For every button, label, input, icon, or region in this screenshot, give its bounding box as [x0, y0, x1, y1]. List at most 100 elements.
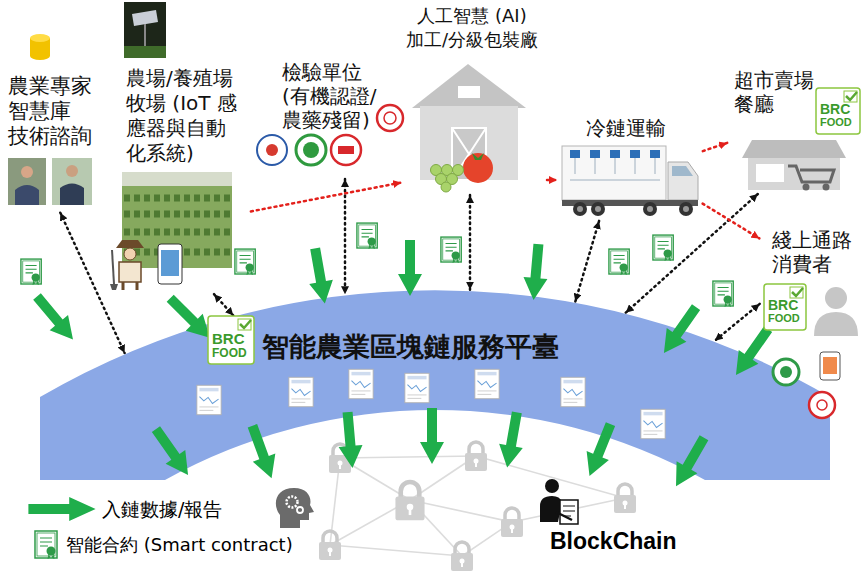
- data-upload-arrows-part: [241, 422, 283, 483]
- truck-illustration-part-part: [577, 206, 583, 212]
- consumer-silhouette-part: [825, 287, 847, 309]
- phone-icon: [158, 244, 182, 284]
- signing-person-icon: [540, 479, 578, 524]
- produce-illustration-part: [463, 153, 493, 183]
- brc-logo-part: [846, 92, 857, 100]
- data-upload-arrows-part: [666, 432, 715, 492]
- data-upload-arrows-part: [146, 422, 198, 482]
- processing-node: 人工智慧 (AI) 加工/分級包裝廠: [404, 0, 544, 192]
- certification-logos-part: [377, 105, 403, 131]
- truck-illustration-part-part: [679, 202, 693, 216]
- sensor-photo-part: [132, 10, 158, 26]
- truck-illustration: [562, 146, 698, 216]
- certification-logos-part: [296, 135, 326, 165]
- supply-flow-arrow: [251, 183, 401, 212]
- report-thumbnails: [197, 369, 665, 438]
- node-label: 超市賣場 餐廳: [734, 68, 820, 116]
- produce-illustration-part-part: [441, 182, 451, 192]
- truck-illustration-part-part: [683, 206, 689, 212]
- supply-flow-arrow: [547, 179, 557, 182]
- farmer-icon-part: [124, 248, 136, 260]
- truck-illustration-part-part: [650, 150, 660, 158]
- data-exchange-connector: [469, 195, 472, 290]
- data-upload-arrows: [28, 240, 778, 492]
- database-icon-part: [30, 52, 50, 60]
- sensor-photo: [124, 2, 166, 58]
- node-label: 人工智慧 (AI) 加工/分級包裝廠: [404, 4, 540, 52]
- blockchain-locks-part: [319, 531, 341, 560]
- truck-illustration-part-part: [595, 206, 601, 212]
- brc-logo-part: [844, 91, 857, 102]
- brc-logo-part: [764, 284, 806, 330]
- signing-person-icon-part: [540, 496, 562, 522]
- legend-samples-part: [35, 531, 57, 559]
- node-label: 綫上通路 消費者: [772, 228, 858, 276]
- logo-text: FOOD: [768, 313, 800, 324]
- certification-logos-part: [303, 142, 319, 158]
- brc-logo-part: [238, 319, 251, 330]
- database-icon-part: [30, 34, 50, 42]
- barn-illustration-part: [412, 64, 526, 108]
- consumer-silhouette-part: [814, 312, 858, 336]
- truck-illustration-part-part: [647, 206, 653, 212]
- truck-illustration-part: [570, 158, 660, 180]
- blockchain-locks: [319, 442, 636, 571]
- data-exchange-connector: [626, 194, 758, 313]
- ai-head-icon: [276, 488, 314, 528]
- report-thumbnails-part: [405, 373, 429, 402]
- expert-node: 農業專家 智慧庫 技術諮詢: [4, 30, 104, 210]
- truck-illustration-part-part: [570, 150, 580, 158]
- node-label: 農業專家 智慧庫 技術諮詢: [8, 74, 98, 149]
- platform-band: 智能農業區塊鏈服務平臺: [40, 286, 832, 482]
- platform-band-shape: [40, 286, 832, 482]
- supply-flow-arrow: [703, 204, 760, 239]
- report-thumbnails-part: [197, 385, 221, 414]
- supply-flow-arrow: [703, 143, 727, 151]
- expert-photo: [8, 158, 46, 205]
- expert-photo-part: [52, 158, 92, 205]
- store-icon-part: [803, 184, 810, 191]
- platform-band-fill: [40, 290, 830, 480]
- smart-contract-icons-part: [713, 281, 733, 307]
- truck-illustration-part-part: [643, 202, 657, 216]
- farm-node: 農場/養殖場 牧場 (IoT 感 應器與自動 化系統): [108, 0, 248, 292]
- node-label: 檢驗單位 (有機認證/ 農藥殘留): [282, 60, 382, 132]
- smart-contract-icons-part: [653, 235, 673, 261]
- blockchain-locks-part: [465, 442, 487, 471]
- node-label: 智能農業區塊鏈服務平臺: [262, 331, 559, 363]
- brc-logo-part: [240, 320, 251, 328]
- certification-logos-part: [266, 144, 278, 156]
- signing-person-icon-part: [560, 500, 578, 524]
- ai-head-icon-part: [287, 497, 298, 508]
- data-upload-arrows-part: [522, 243, 551, 301]
- logo-text: BRC: [768, 298, 798, 312]
- truck-illustration-part-part: [610, 150, 620, 158]
- data-exchange-connector: [60, 213, 124, 353]
- legend-text: 智能合約 (Smart contract): [66, 534, 293, 556]
- blockchain-locks-part: [614, 484, 636, 513]
- blockchain-links-part: [410, 500, 512, 522]
- blockchain-locks-part: [501, 508, 523, 537]
- data-exchange-connector: [214, 294, 233, 315]
- produce-illustration: [431, 153, 494, 192]
- store-icon: [742, 140, 846, 191]
- data-upload-arrows-part: [398, 240, 422, 296]
- brc-logo-part: [792, 288, 803, 296]
- legend-samples-part: [28, 497, 95, 521]
- data-upload-arrows-part: [28, 289, 82, 347]
- truck-illustration-part-part: [573, 202, 587, 216]
- truck-illustration-part-part: [590, 150, 600, 158]
- consumer-logos-part: [820, 352, 840, 380]
- expert-photo-part: [8, 158, 46, 205]
- blockchain-links-part: [340, 456, 476, 458]
- logo-text: BRC: [820, 102, 850, 116]
- certification-logos-part: [257, 135, 287, 165]
- consumer-silhouette: [814, 287, 858, 336]
- produce-illustration-part: [472, 153, 484, 160]
- signing-person-icon-part: [545, 479, 559, 493]
- truck-illustration-part: [562, 146, 666, 200]
- brc-logo-part: [816, 88, 860, 134]
- truck-illustration-part: [672, 166, 693, 176]
- smart-contract-icons-part: [609, 249, 629, 275]
- barn-illustration-part: [458, 86, 480, 98]
